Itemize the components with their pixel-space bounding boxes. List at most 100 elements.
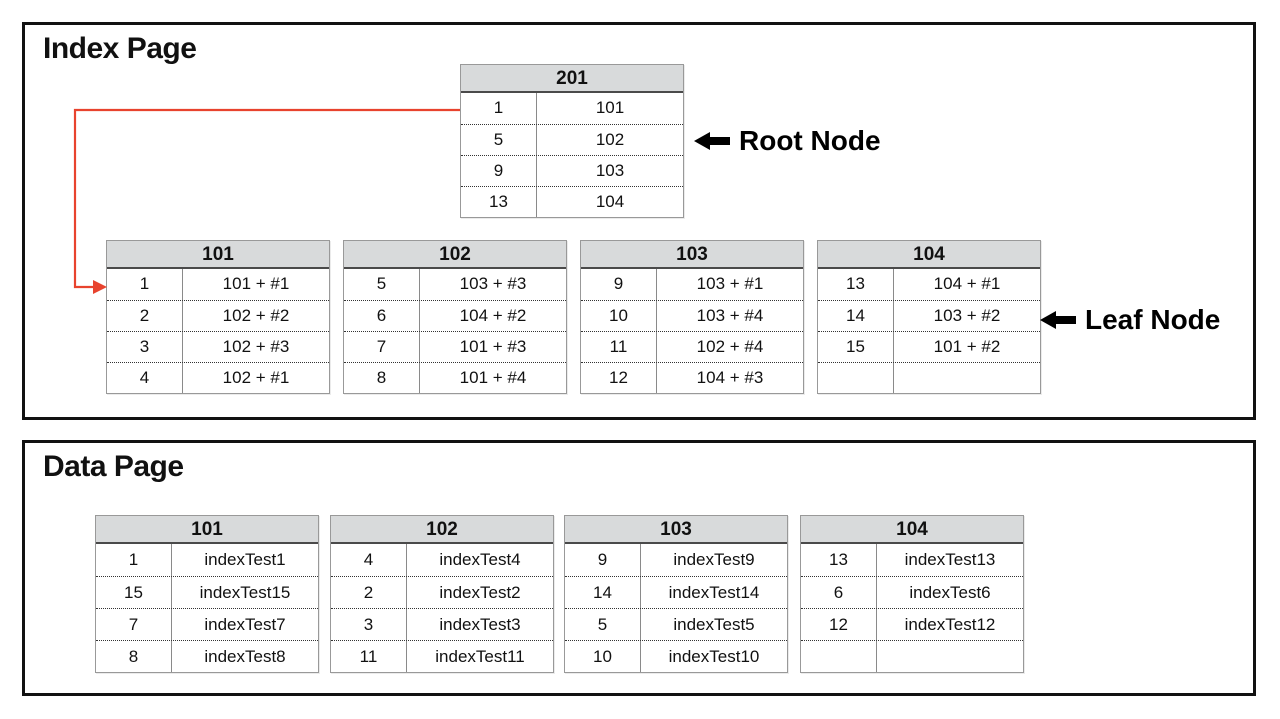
- table-row: 12 indexTest12: [801, 608, 1023, 640]
- key-cell: 10: [581, 301, 657, 331]
- data-table-header: 104: [801, 516, 1023, 544]
- key-cell: 13: [461, 187, 537, 217]
- value-cell: indexTest3: [439, 615, 521, 634]
- table-row: 14 indexTest14: [565, 576, 787, 608]
- value-cell: 103 + #3: [459, 274, 527, 293]
- value-cell: indexTest15: [199, 583, 291, 602]
- key-cell: 13: [801, 544, 877, 576]
- leaf-table-header: 102: [344, 241, 566, 269]
- key-cell: 6: [801, 577, 877, 608]
- table-row: [818, 362, 1040, 393]
- key-cell: 15: [96, 577, 172, 608]
- value-cell: 102 + #1: [222, 368, 290, 387]
- key-cell: 12: [581, 363, 657, 393]
- table-row: 8 indexTest8: [96, 640, 318, 672]
- table-row: 7 101 + #3: [344, 331, 566, 362]
- key-cell: 9: [565, 544, 641, 576]
- value-cell: 103: [595, 161, 625, 180]
- value-cell: [894, 363, 1040, 393]
- value-cell: 102 + #2: [222, 306, 290, 325]
- value-cell: indexTest14: [668, 583, 760, 602]
- value-cell: indexTest5: [673, 615, 755, 634]
- value-cell: [877, 641, 1023, 672]
- data-table-header: 102: [331, 516, 553, 544]
- key-cell: 5: [565, 609, 641, 640]
- value-cell: 102: [595, 130, 625, 149]
- value-cell: indexTest6: [909, 583, 991, 602]
- leaf-table-header: 101: [107, 241, 329, 269]
- key-cell: 1: [461, 93, 537, 124]
- table-row: 6 indexTest6: [801, 576, 1023, 608]
- key-cell: 14: [565, 577, 641, 608]
- value-cell: 103 + #1: [696, 274, 764, 293]
- key-cell: 12: [801, 609, 877, 640]
- table-row: 4 102 + #1: [107, 362, 329, 393]
- key-cell: 9: [461, 156, 537, 186]
- key-cell: 13: [818, 269, 894, 300]
- root-node-label-text: Root Node: [739, 125, 881, 156]
- table-row: 9 103 + #1: [581, 269, 803, 300]
- table-row: 2 102 + #2: [107, 300, 329, 331]
- value-cell: 101: [595, 98, 625, 117]
- key-cell: [801, 641, 877, 672]
- leaf-table-header: 103: [581, 241, 803, 269]
- key-cell: 11: [581, 332, 657, 362]
- data-page-title: Data Page: [43, 450, 184, 483]
- table-row: [801, 640, 1023, 672]
- left-arrow-icon: [694, 132, 730, 150]
- key-cell: 14: [818, 301, 894, 331]
- table-row: 1 101: [461, 93, 683, 124]
- leaf-node-label: Leaf Node: [1040, 304, 1220, 336]
- key-cell: 11: [331, 641, 407, 672]
- key-cell: 2: [107, 301, 183, 331]
- table-row: 15 indexTest15: [96, 576, 318, 608]
- leaf-table-header: 104: [818, 241, 1040, 269]
- key-cell: 9: [581, 269, 657, 300]
- value-cell: indexTest8: [204, 647, 286, 666]
- key-cell: 8: [344, 363, 420, 393]
- key-cell: 15: [818, 332, 894, 362]
- table-row: 13 104: [461, 186, 683, 217]
- table-row: 9 103: [461, 155, 683, 186]
- value-cell: 103 + #4: [696, 306, 764, 325]
- root-node-label: Root Node: [694, 125, 881, 157]
- key-cell: 4: [107, 363, 183, 393]
- data-table-header: 101: [96, 516, 318, 544]
- value-cell: indexTest12: [904, 615, 996, 634]
- value-cell: indexTest7: [204, 615, 286, 634]
- table-row: 10 103 + #4: [581, 300, 803, 331]
- key-cell: [818, 363, 894, 393]
- key-cell: 1: [107, 269, 183, 300]
- key-cell: 1: [96, 544, 172, 576]
- table-row: 7 indexTest7: [96, 608, 318, 640]
- value-cell: 101 + #2: [933, 337, 1001, 356]
- value-cell: 101 + #3: [459, 337, 527, 356]
- value-cell: 104: [595, 192, 625, 211]
- key-cell: 3: [107, 332, 183, 362]
- table-row: 5 102: [461, 124, 683, 155]
- key-cell: 8: [96, 641, 172, 672]
- key-cell: 7: [96, 609, 172, 640]
- key-cell: 6: [344, 301, 420, 331]
- key-cell: 5: [461, 125, 537, 155]
- value-cell: 102 + #3: [222, 337, 290, 356]
- key-cell: 7: [344, 332, 420, 362]
